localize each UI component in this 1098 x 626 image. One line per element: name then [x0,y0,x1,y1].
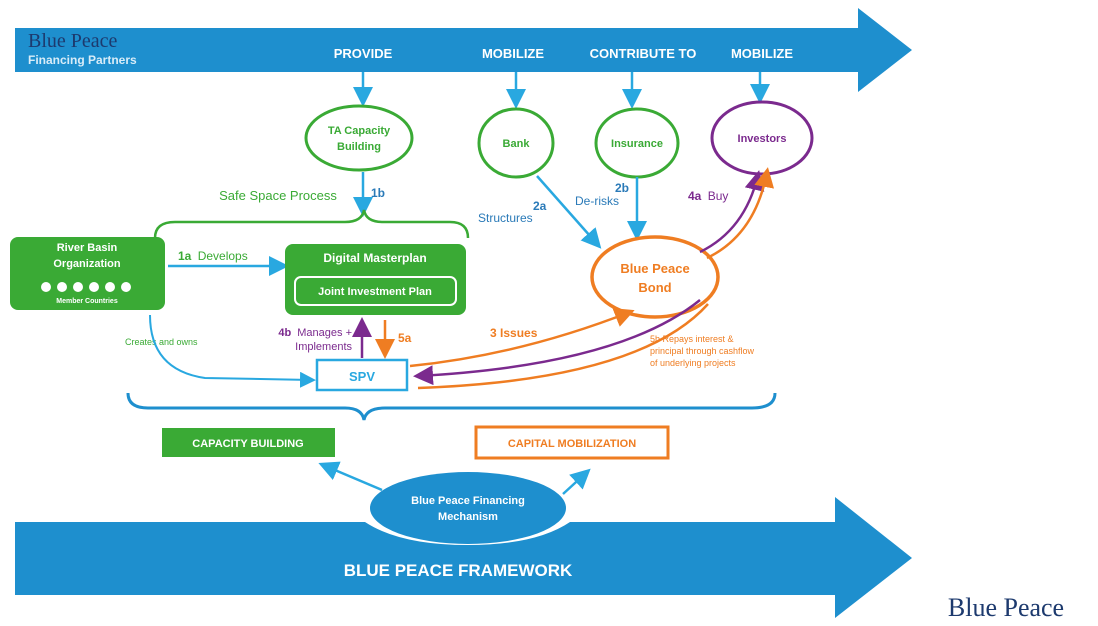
issues-arrow [409,308,635,368]
river-basin-label-1: River Basin [57,242,118,254]
investors-label: Investors [738,133,787,145]
insurance-label: Insurance [611,138,663,150]
ta-capacity-label-2: Building [337,141,381,153]
bond-node [590,235,720,319]
buy-arrow-purple [699,170,765,254]
bottom-banner-arrow [15,497,912,618]
step-2b: 2b [615,181,629,195]
digital-masterplan-label: Digital Masterplan [323,251,426,265]
mechanism-node [370,472,566,544]
top-banner-arrow [15,8,912,92]
buy-label: 4a Buy [688,189,728,203]
footer-brand: Blue Peace [948,593,1064,622]
action-mobilize-1: MOBILIZE [482,46,544,61]
creates-owns-label: Creates and owns [125,337,198,347]
buy-arrow-orange [706,167,775,260]
repays-label-1: 5b Repays interest & [650,334,734,344]
creates-owns-arrow [149,314,316,388]
develops-label: 1a Develops [178,249,248,263]
step-1b: 1b [371,186,385,200]
step-2a: 2a [533,199,547,213]
safe-space-brace [153,209,470,239]
bond-label-1: Blue Peace [620,261,689,276]
bottom-banner-title: BLUE PEACE FRAMEWORK [344,561,573,580]
bank-label: Bank [503,138,531,150]
spv-label: SPV [349,369,375,384]
action-mobilize-2: MOBILIZE [731,46,793,61]
safe-space-label: Safe Space Process [219,188,337,203]
repays-label-2: principal through cashflow [650,346,755,356]
spv-node [315,358,409,392]
bond-label-2: Bond [638,280,671,295]
mechanism-label-1: Blue Peace Financing [411,495,525,507]
capacity-building-label: CAPACITY BUILDING [192,438,303,450]
step-5a: 5a [398,331,412,345]
implements-label: Implements [295,341,352,353]
action-provide: PROVIDE [334,46,393,61]
top-banner-brand: Blue Peace [28,30,118,52]
member-countries-label: Member Countries [56,298,118,305]
bottom-brace [126,392,777,421]
proceeds-arrow [413,299,701,386]
repays-label-3: of underlying projects [650,358,736,368]
capacity-building-box [162,428,335,457]
repays-line [417,303,709,390]
joint-investment-plan-box [294,276,457,306]
bank-node [477,107,555,179]
mechanism-label-2: Mechanism [438,511,498,523]
top-banner-subtitle: Financing Partners [28,53,137,67]
capital-mobilization-label: CAPITAL MOBILIZATION [508,438,636,450]
ta-capacity-node [304,104,414,172]
capital-mobilization-box [474,425,670,460]
river-basin-label-2: Organization [53,258,121,270]
mechanism-to-capital-arrow [562,468,591,495]
digital-masterplan-node [285,244,466,315]
ta-capacity-label-1: TA Capacity [328,125,391,137]
step-3-label: 3 Issues [490,326,538,340]
structures-arrow [536,175,602,249]
structures-label: Structures [478,211,533,225]
joint-investment-plan-label: Joint Investment Plan [318,286,432,298]
banner-down-arrows [353,72,770,109]
action-contribute: CONTRIBUTE TO [590,46,697,61]
mechanism-to-capacity-arrow [318,461,383,492]
member-country-dots [41,282,131,292]
manages-label: 4b Manages + [278,327,352,339]
derisks-label: De-risks [575,194,619,208]
